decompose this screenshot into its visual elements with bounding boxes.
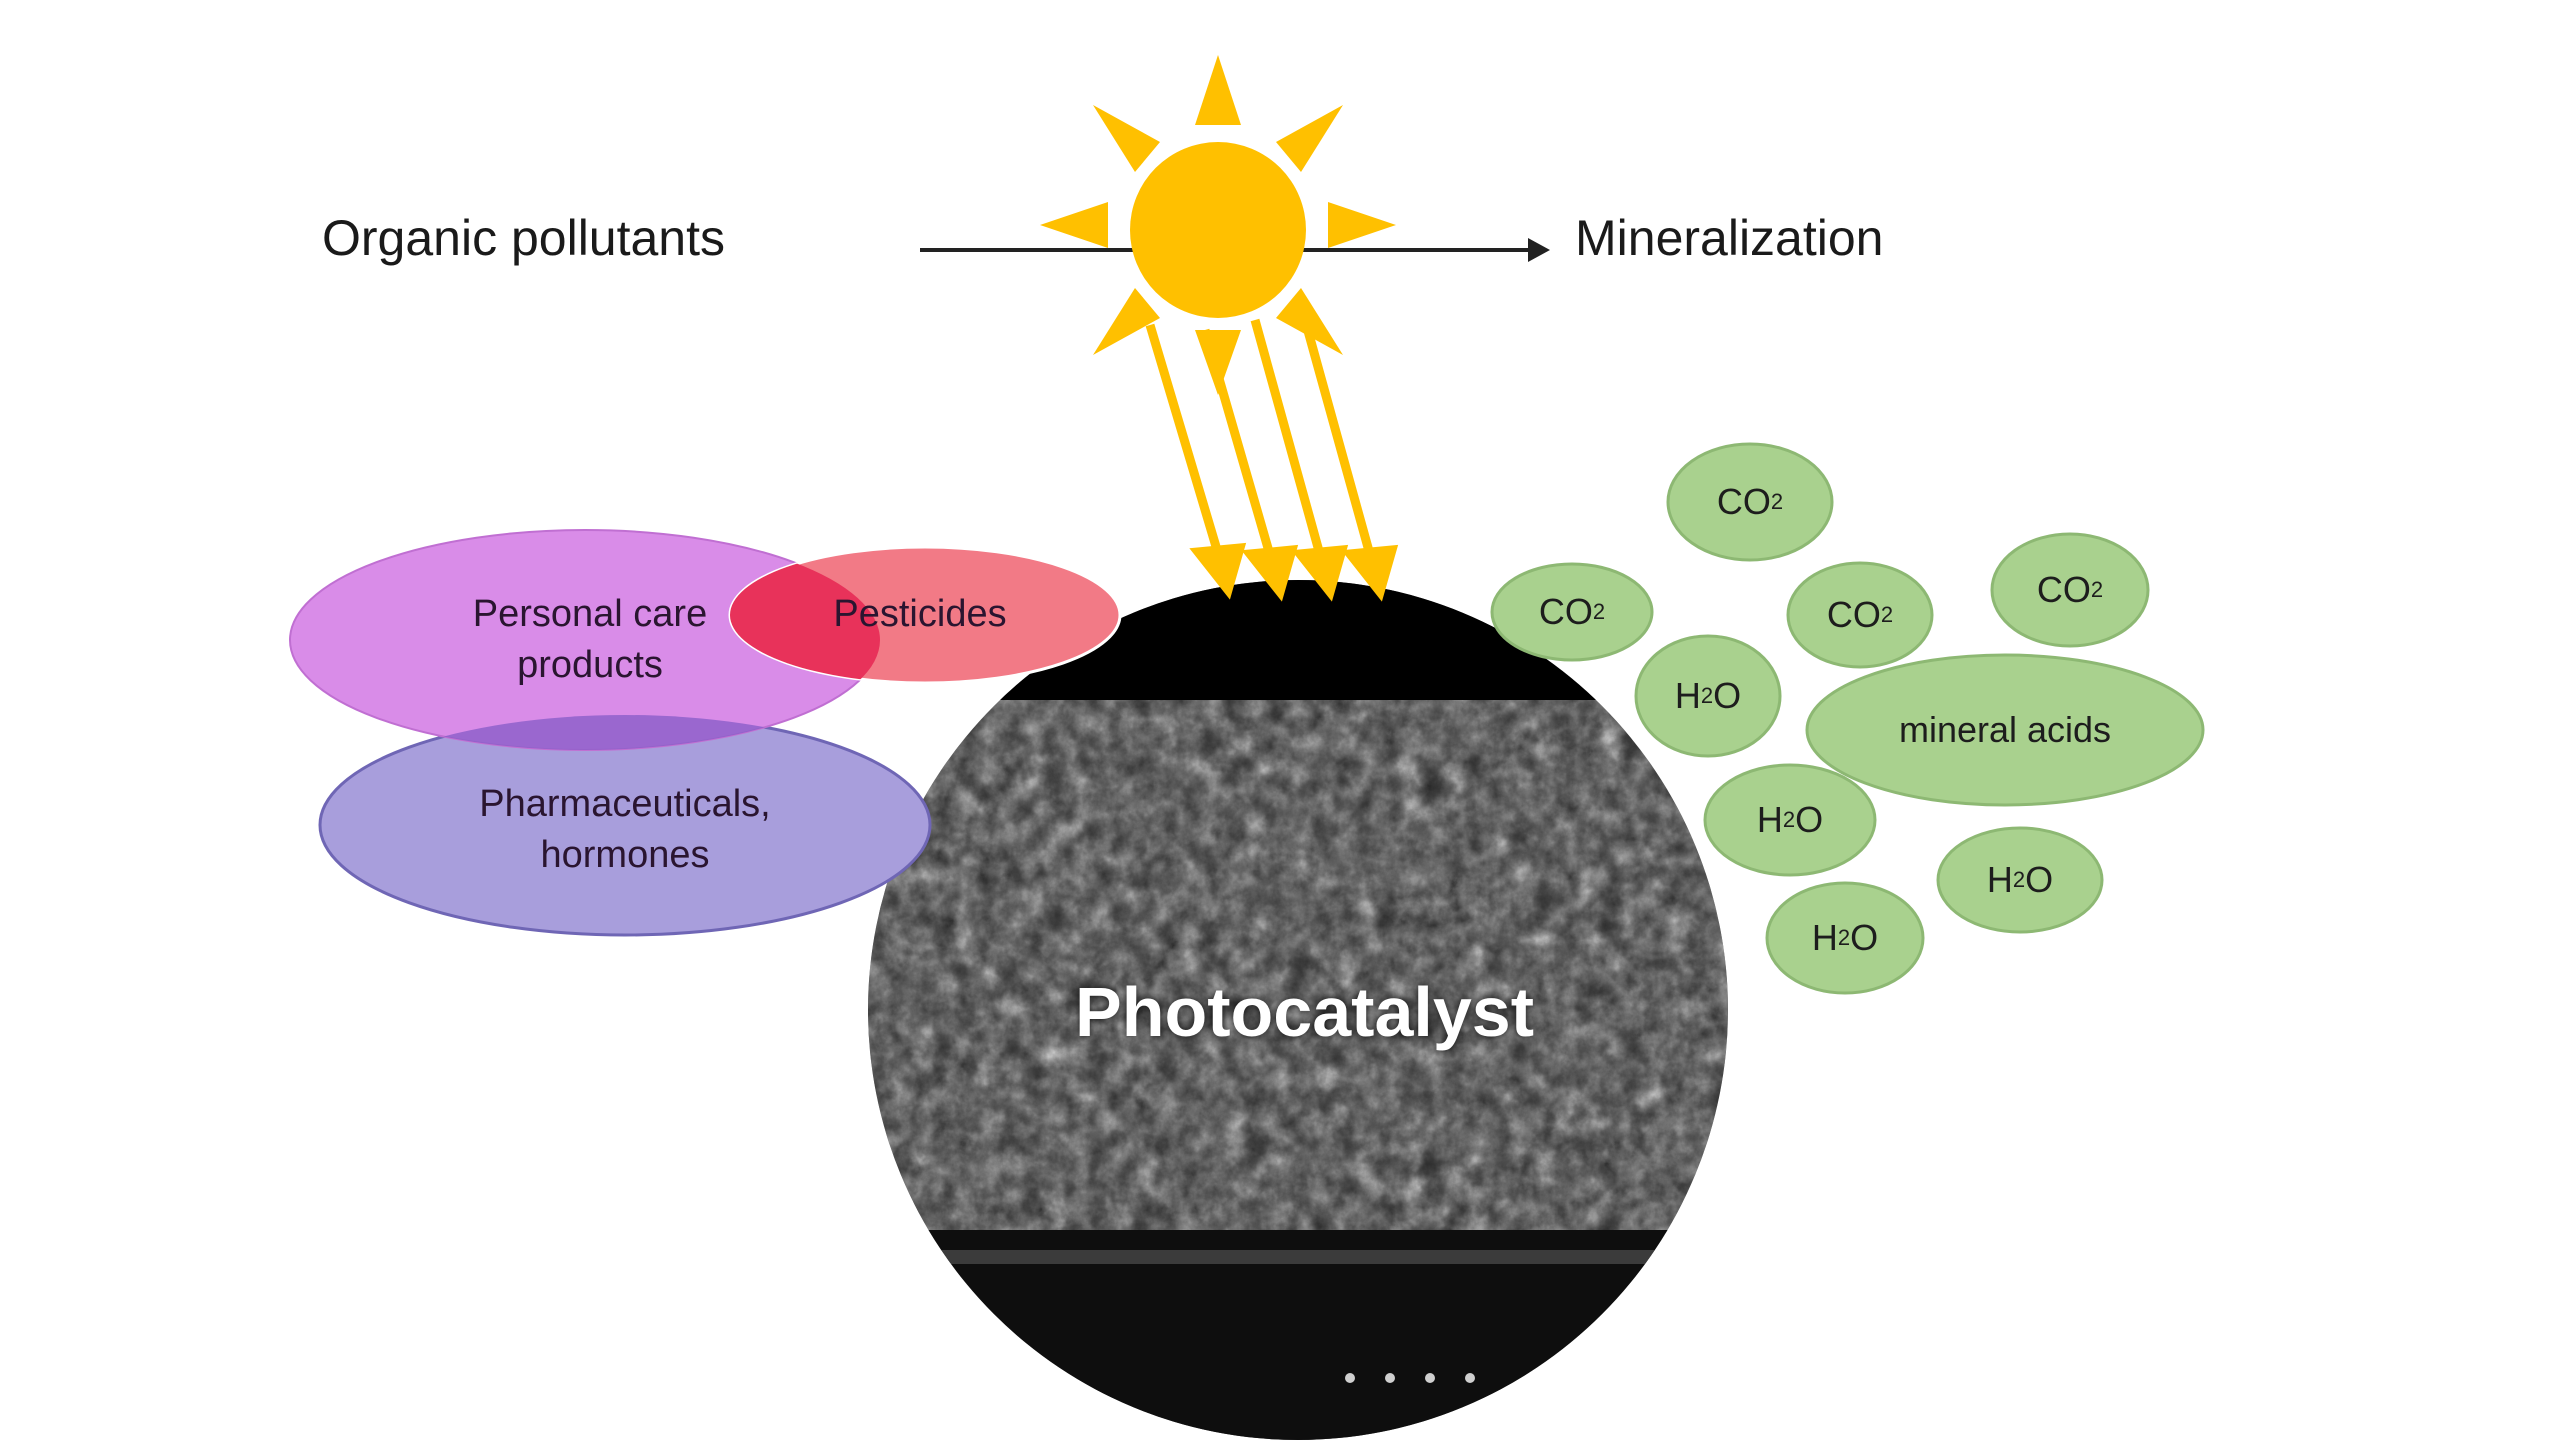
light-ray xyxy=(1300,318,1377,564)
light-ray xyxy=(1145,323,1225,562)
pharmaceuticals-label: Pharmaceuticals, hormones xyxy=(479,782,771,876)
photocatalyst-micrograph xyxy=(868,580,1728,1440)
pesticides-personal-overlap xyxy=(730,547,880,683)
co2-blob xyxy=(1666,442,1834,562)
h2o-blob xyxy=(1634,634,1782,758)
personal-care-label: Personal care products xyxy=(472,592,708,686)
mineralization-products xyxy=(1490,442,2205,995)
mineral-acids-label: mineral acids xyxy=(1898,709,2112,750)
light-ray-head xyxy=(1291,544,1349,602)
sun-icon xyxy=(1040,55,1396,395)
light-ray xyxy=(1250,318,1327,564)
h2o-blob xyxy=(1765,881,1925,995)
process-arrowhead xyxy=(1528,238,1550,262)
co2-blob xyxy=(1786,561,1934,669)
organic-pollutants-label: Organic pollutants xyxy=(322,210,726,266)
h2o-blob xyxy=(1703,763,1877,877)
co2-blob xyxy=(1990,532,2150,648)
mineralization-label: Mineralization xyxy=(1575,210,1884,266)
light-ray-head xyxy=(1241,544,1299,602)
h2o-blob xyxy=(1936,826,2104,934)
light-ray-head xyxy=(1189,542,1247,600)
mineral-acids-blob xyxy=(1805,653,2205,807)
pesticides-label: Pesticides xyxy=(833,593,1007,636)
photocatalyst-label: Photocatalyst xyxy=(1075,973,1534,1051)
light-ray-head xyxy=(1341,544,1399,602)
co2-blob xyxy=(1490,562,1654,662)
light-rays xyxy=(1145,318,1399,602)
